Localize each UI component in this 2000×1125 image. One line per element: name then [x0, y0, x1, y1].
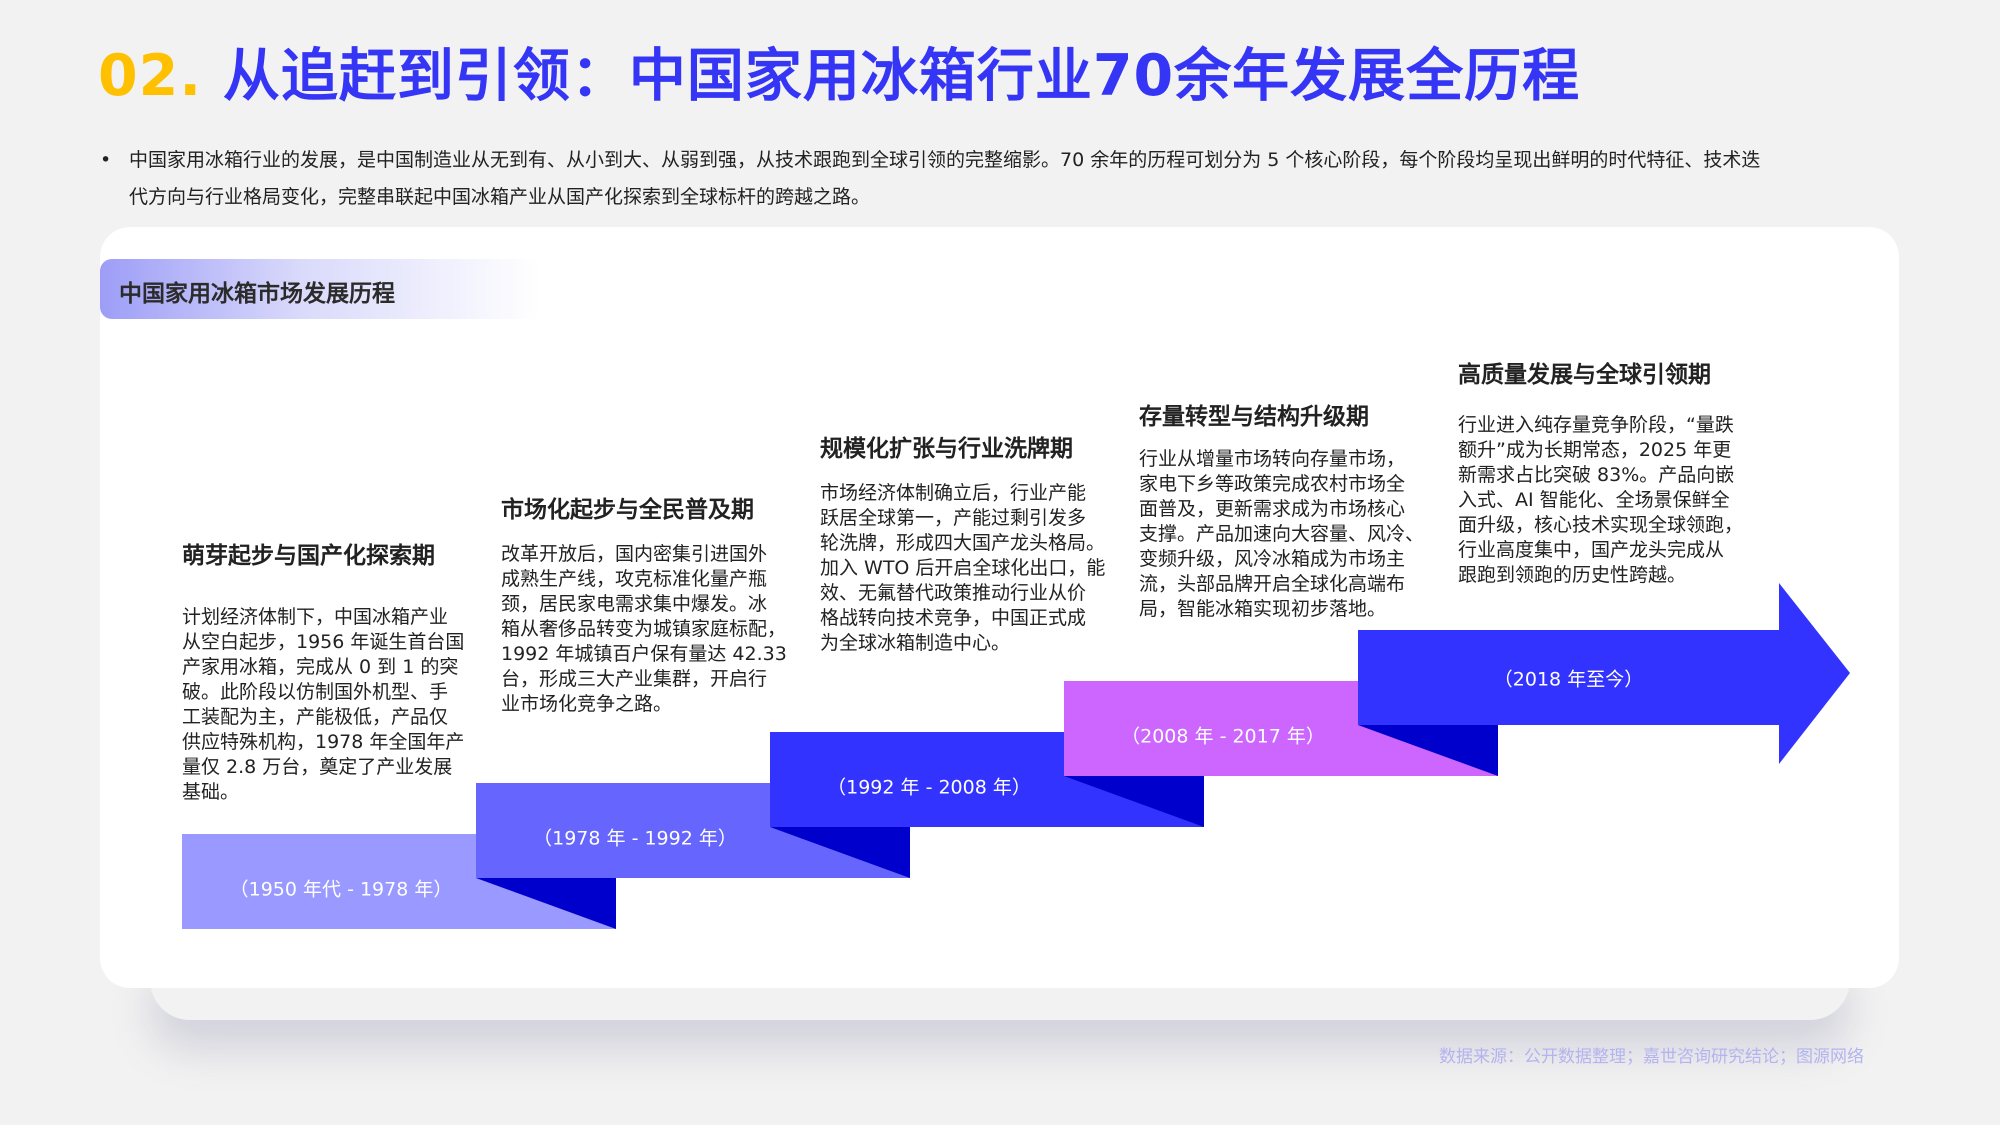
stage-body-line: 面普及，更新需求成为市场核心	[1139, 498, 1406, 520]
data-source: 数据来源：公开数据整理；嘉世咨询研究结论；图源网络	[1439, 1047, 1864, 1067]
fold-shadow	[476, 878, 616, 929]
card-title: 中国家用冰箱市场发展历程	[119, 281, 395, 307]
stage-body: 市场经济体制确立后，行业产能跃居全球第一，产能过剩引发多轮洗牌，形成四大国产龙头…	[820, 481, 1140, 656]
stage-period-label: （2008 年 - 2017 年）	[1121, 725, 1325, 747]
stage-body-line: 格战转向技术竞争，中国正式成	[820, 607, 1087, 629]
stage-description: 存量转型与结构升级期行业从增量市场转向存量市场， 家电下乡等政策完成农村市场全面普…	[1139, 397, 1459, 622]
stage-body-line: 面升级，核心技术实现全球领跑，	[1458, 514, 1744, 536]
stage-period-label: （2018 年至今）	[1493, 668, 1644, 690]
stage-body-line: 家电下乡等政策完成农村市场全	[1139, 473, 1406, 495]
stage-body-line: 行业从增量市场转向存量市场，	[1139, 448, 1406, 470]
stage-body-line: 量仅 2.8 万台，奠定了产业发展	[182, 756, 453, 778]
stage-body-line: 跟跑到领跑的历史性跨越。	[1458, 564, 1687, 586]
stage-body-line: 工装配为主，产能极低，产品仅	[182, 706, 449, 728]
stage-period-label: （1950 年代 - 1978 年）	[229, 878, 453, 900]
bullet-icon: •	[100, 149, 112, 171]
stage-body-line: 台，形成三大产业集群，开启行	[501, 668, 768, 690]
stage-body-line: 供应特殊机构，1978 年全国年产	[182, 731, 465, 753]
stage-title: 市场化起步与全民普及期	[501, 497, 754, 523]
stage-body-line: 入式、AI 智能化、全场景保鲜全	[1458, 489, 1730, 511]
stage-body-line: 为全球冰箱制造中心。	[820, 632, 1011, 654]
stage-body: 行业从增量市场转向存量市场， 家电下乡等政策完成农村市场全面普及，更新需求成为市场…	[1139, 447, 1459, 622]
stage-body-line: 效、无氟替代政策推动行业从价	[820, 582, 1087, 604]
stage-title: 高质量发展与全球引领期	[1458, 362, 1711, 388]
stage-period-label: （1978 年 - 1992 年）	[533, 827, 737, 849]
stage-description: 高质量发展与全球引领期行业进入纯存量竞争阶段，“量跌额升”成为长期常态，2025…	[1458, 355, 1778, 588]
stage-body-line: 轮洗牌，形成四大国产龙头格局。	[820, 532, 1106, 554]
stage-body-line: 行业进入纯存量竞争阶段，“量跌	[1458, 414, 1734, 436]
stage-body-line: 市场经济体制确立后，行业产能	[820, 482, 1087, 504]
title-text: 从追赶到引领：中国家用冰箱行业70余年发展全历程	[222, 43, 1581, 109]
stage-title: 存量转型与结构升级期	[1139, 404, 1369, 430]
stage-body-line: 改革开放后，国内密集引进国外	[501, 543, 768, 565]
fold-shadow	[770, 827, 910, 878]
stage-body-line: 额升”成为长期常态，2025 年更	[1458, 439, 1732, 461]
stage-period-label: （1992 年 - 2008 年）	[827, 776, 1031, 798]
stage-body-line: 产家用冰箱，完成从 0 到 1 的突	[182, 656, 459, 678]
stage-body-line: 基础。	[182, 781, 240, 803]
stage-body-line: 流，头部品牌开启全球化高端布	[1139, 573, 1406, 595]
stage-body-line: 从空白起步，1956 年诞生首台国	[182, 631, 465, 653]
stage-body: 计划经济体制下，中国冰箱产业从空白起步，1956 年诞生首台国产家用冰箱，完成从…	[182, 605, 502, 805]
section-number: 02.	[98, 43, 202, 109]
stage-body-line: 新需求占比突破 83%。产品向嵌	[1458, 464, 1735, 486]
stage-body-line: 颈，居民家电需求集中爆发。冰	[501, 593, 768, 615]
intro-line: 中国家用冰箱行业的发展，是中国制造业从无到有、从小到大、从弱到强，从技术跟跑到全…	[129, 149, 1761, 171]
stage-body-line: 跃居全球第一，产能过剩引发多	[820, 507, 1087, 529]
fold-shadow	[1358, 725, 1498, 776]
stage-body-line: 破。此阶段以仿制国外机型、手	[182, 681, 449, 703]
stage-body-line: 业市场化竞争之路。	[501, 693, 673, 715]
stage-body-line: 箱从奢侈品转变为城镇家庭标配，	[501, 618, 787, 640]
stage-body: 改革开放后，国内密集引进国外成熟生产线，攻克标准化量产瓶颈，居民家电需求集中爆发…	[501, 542, 821, 717]
stage-body-line: 支撑。产品加速向大容量、风冷、	[1139, 523, 1425, 545]
stage-title: 规模化扩张与行业洗牌期	[820, 436, 1073, 462]
stage-body: 行业进入纯存量竞争阶段，“量跌额升”成为长期常态，2025 年更新需求占比突破 …	[1458, 413, 1778, 588]
stage-arrow	[1358, 583, 1850, 764]
stage-description: 萌芽起步与国产化探索期计划经济体制下，中国冰箱产业从空白起步，1956 年诞生首…	[182, 536, 502, 805]
stage-description: 规模化扩张与行业洗牌期市场经济体制确立后，行业产能跃居全球第一，产能过剩引发多轮…	[820, 429, 1140, 656]
intro-paragraph: • 中国家用冰箱行业的发展，是中国制造业从无到有、从小到大、从弱到强，从技术跟跑…	[100, 142, 1760, 216]
card-header: 中国家用冰箱市场发展历程	[100, 259, 540, 319]
stage-body-line: 1992 年城镇百户保有量达 42.33	[501, 643, 787, 665]
stage-title: 萌芽起步与国产化探索期	[182, 543, 435, 569]
stage-body-line: 加入 WTO 后开启全球化出口，能	[820, 557, 1106, 579]
stage-body-line: 局，智能冰箱实现初步落地。	[1139, 598, 1387, 620]
stage-body-line: 变频升级，风冷冰箱成为市场主	[1139, 548, 1406, 570]
fold-shadow	[1064, 776, 1204, 827]
stage-body-line: 成熟生产线，攻克标准化量产瓶	[501, 568, 768, 590]
page-title: 02. 从追赶到引领：中国家用冰箱行业70余年发展全历程	[98, 30, 1580, 112]
intro-line: 代方向与行业格局变化，完整串联起中国冰箱产业从国产化探索到全球标杆的跨越之路。	[129, 186, 871, 208]
stage-body-line: 行业高度集中，国产龙头完成从	[1458, 539, 1725, 561]
stage-description: 市场化起步与全民普及期改革开放后，国内密集引进国外成熟生产线，攻克标准化量产瓶颈…	[501, 490, 821, 717]
stage-body-line: 计划经济体制下，中国冰箱产业	[182, 606, 449, 628]
